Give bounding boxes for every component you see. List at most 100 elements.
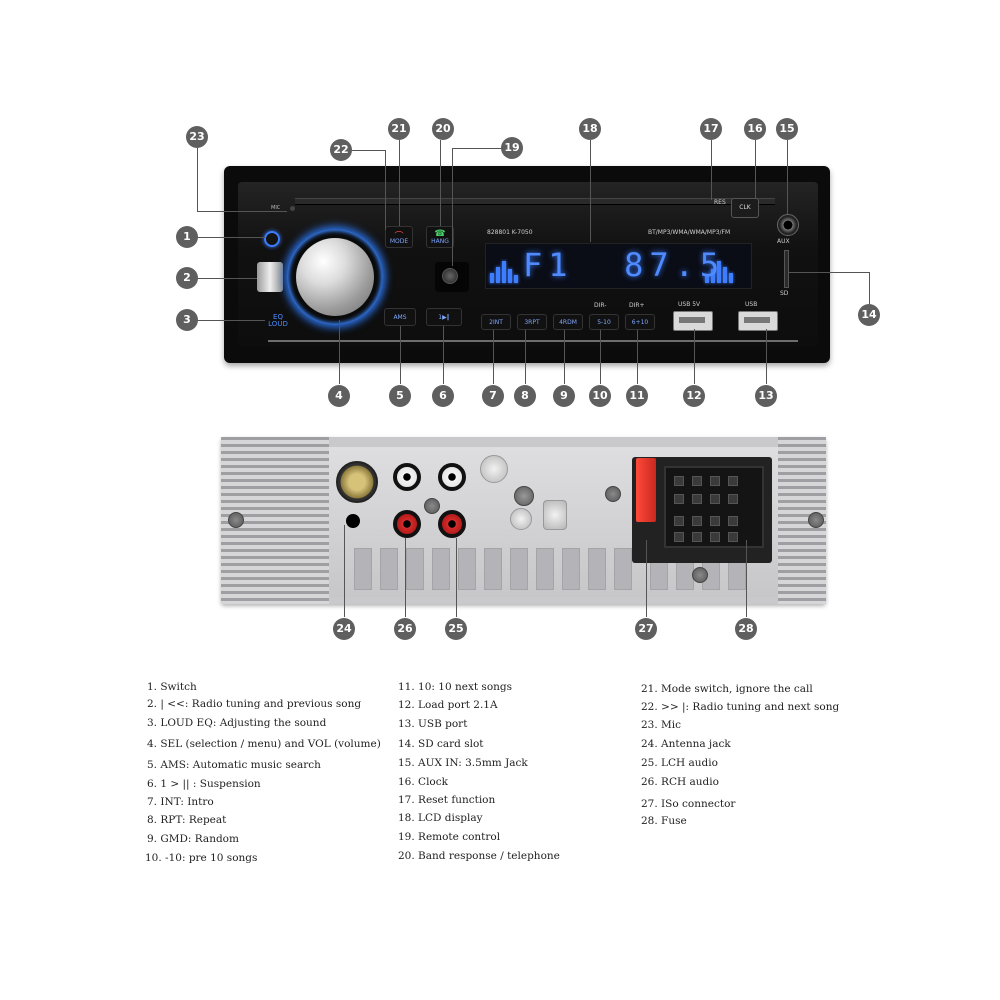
rpt-button: 3RPT: [517, 314, 547, 330]
plus10-button: 6+10: [625, 314, 655, 330]
plate-rib: [380, 548, 398, 590]
legend-item: 25. LCH audio: [641, 757, 718, 769]
lcd-eq-bar: [729, 273, 733, 283]
leader-27: [646, 540, 647, 617]
sd-card-slot: [784, 250, 789, 288]
clk-button-label: CLK: [739, 204, 751, 211]
leader-19: [452, 148, 502, 149]
leader-15: [787, 140, 788, 214]
lcd-eq-bar: [514, 275, 518, 283]
callout-18: 18: [579, 118, 601, 140]
leader-14: [869, 272, 870, 304]
legend-item: 28. Fuse: [641, 815, 687, 827]
plate-rib: [562, 548, 580, 590]
legend-item: 22. >> |: Radio tuning and next song: [641, 701, 840, 713]
callout-19: 19: [501, 137, 523, 159]
callout-21: 21: [388, 118, 410, 140]
leader-13: [766, 329, 767, 384]
iso-pin: [674, 494, 684, 504]
hang-button: ☎ HANG: [426, 226, 454, 248]
callout-9: 9: [553, 385, 575, 407]
minus10-button-label: 5-10: [597, 319, 611, 326]
legend-item: 11. 10: 10 next songs: [398, 681, 513, 693]
legend-item: 21. Mode switch, ignore the call: [641, 683, 813, 695]
iso-pin: [728, 476, 738, 486]
clk-button: CLK: [731, 198, 759, 218]
legend-item: 2. | <<: Radio tuning and previous song: [147, 698, 362, 710]
iso-pin: [710, 516, 720, 526]
iso-pin: [692, 476, 702, 486]
leader-3: [197, 320, 265, 321]
leader-12: [694, 329, 695, 384]
iso-pin: [674, 516, 684, 526]
minus10-button: 5-10: [589, 314, 619, 330]
leader-7: [493, 330, 494, 384]
legend-item: 17. Reset function: [398, 794, 496, 806]
legend-item: 6. 1 > || : Suspension: [147, 778, 261, 790]
legend-item: 3. LOUD EQ: Adjusting the sound: [147, 717, 327, 729]
leader-23: [197, 211, 287, 212]
plate-rib: [510, 548, 528, 590]
leader-18: [590, 140, 591, 242]
legend-item: 1. Switch: [147, 681, 197, 693]
leader-8: [525, 330, 526, 384]
mic-icon: [290, 206, 295, 211]
lcd-readout: F1 87.5: [523, 246, 726, 284]
iso-pin: [674, 476, 684, 486]
sd-label: SD: [780, 290, 789, 297]
res-label: RES: [714, 199, 726, 206]
aux-label: AUX: [777, 238, 790, 245]
rca-red-right: [438, 510, 466, 538]
callout-13: 13: [755, 385, 777, 407]
callout-5: 5: [389, 385, 411, 407]
iso-pin: [728, 516, 738, 526]
int-button: 2INT: [481, 314, 511, 330]
grey-cap: [543, 500, 567, 530]
ground-screw-icon: [514, 486, 534, 506]
leader-24: [344, 525, 345, 617]
callout-28: 28: [735, 618, 757, 640]
callout-6: 6: [432, 385, 454, 407]
legend-item: 16. Clock: [398, 776, 448, 788]
power-icon: [264, 231, 280, 247]
callout-7: 7: [482, 385, 504, 407]
play-pause-button-label: 1▶‖: [438, 314, 450, 321]
callout-20: 20: [432, 118, 454, 140]
legend-item: 10. -10: pre 10 songs: [145, 852, 258, 864]
lcd-eq-bar: [496, 267, 500, 283]
leader-9: [564, 330, 565, 384]
iso-pin: [710, 494, 720, 504]
legend-item: 14. SD card slot: [398, 738, 484, 750]
callout-12: 12: [683, 385, 705, 407]
callout-3: 3: [176, 309, 198, 331]
callout-17: 17: [700, 118, 722, 140]
callout-2: 2: [176, 267, 198, 289]
eq-loud-button: EQ LOUD: [265, 314, 291, 328]
rca-white-left: [393, 463, 421, 491]
callout-15: 15: [776, 118, 798, 140]
usb-label: USB: [745, 301, 758, 308]
leader-14: [789, 272, 869, 273]
leader-6: [443, 326, 444, 384]
volume-knob: [296, 238, 374, 316]
callout-25: 25: [445, 618, 467, 640]
callout-22: 22: [330, 139, 352, 161]
dir-plus-label: DIR+: [629, 302, 645, 309]
iso-pin: [710, 476, 720, 486]
callout-8: 8: [514, 385, 536, 407]
antenna-jack: [336, 461, 378, 503]
front-trim-strip: [268, 340, 798, 342]
panel-release-lever: [257, 262, 283, 292]
iso-pin: [728, 532, 738, 542]
eq-loud-label: EQ LOUD: [268, 313, 288, 328]
plus10-button-label: 6+10: [631, 319, 649, 326]
callout-24: 24: [333, 618, 355, 640]
callout-26: 26: [394, 618, 416, 640]
iso-pin: [728, 494, 738, 504]
rpt-button-label: 3RPT: [524, 319, 540, 326]
plate-rib: [354, 548, 372, 590]
ams-button: AMS: [384, 308, 416, 326]
callout-1: 1: [176, 226, 198, 248]
iso-pin: [692, 516, 702, 526]
callout-23: 23: [186, 126, 208, 148]
